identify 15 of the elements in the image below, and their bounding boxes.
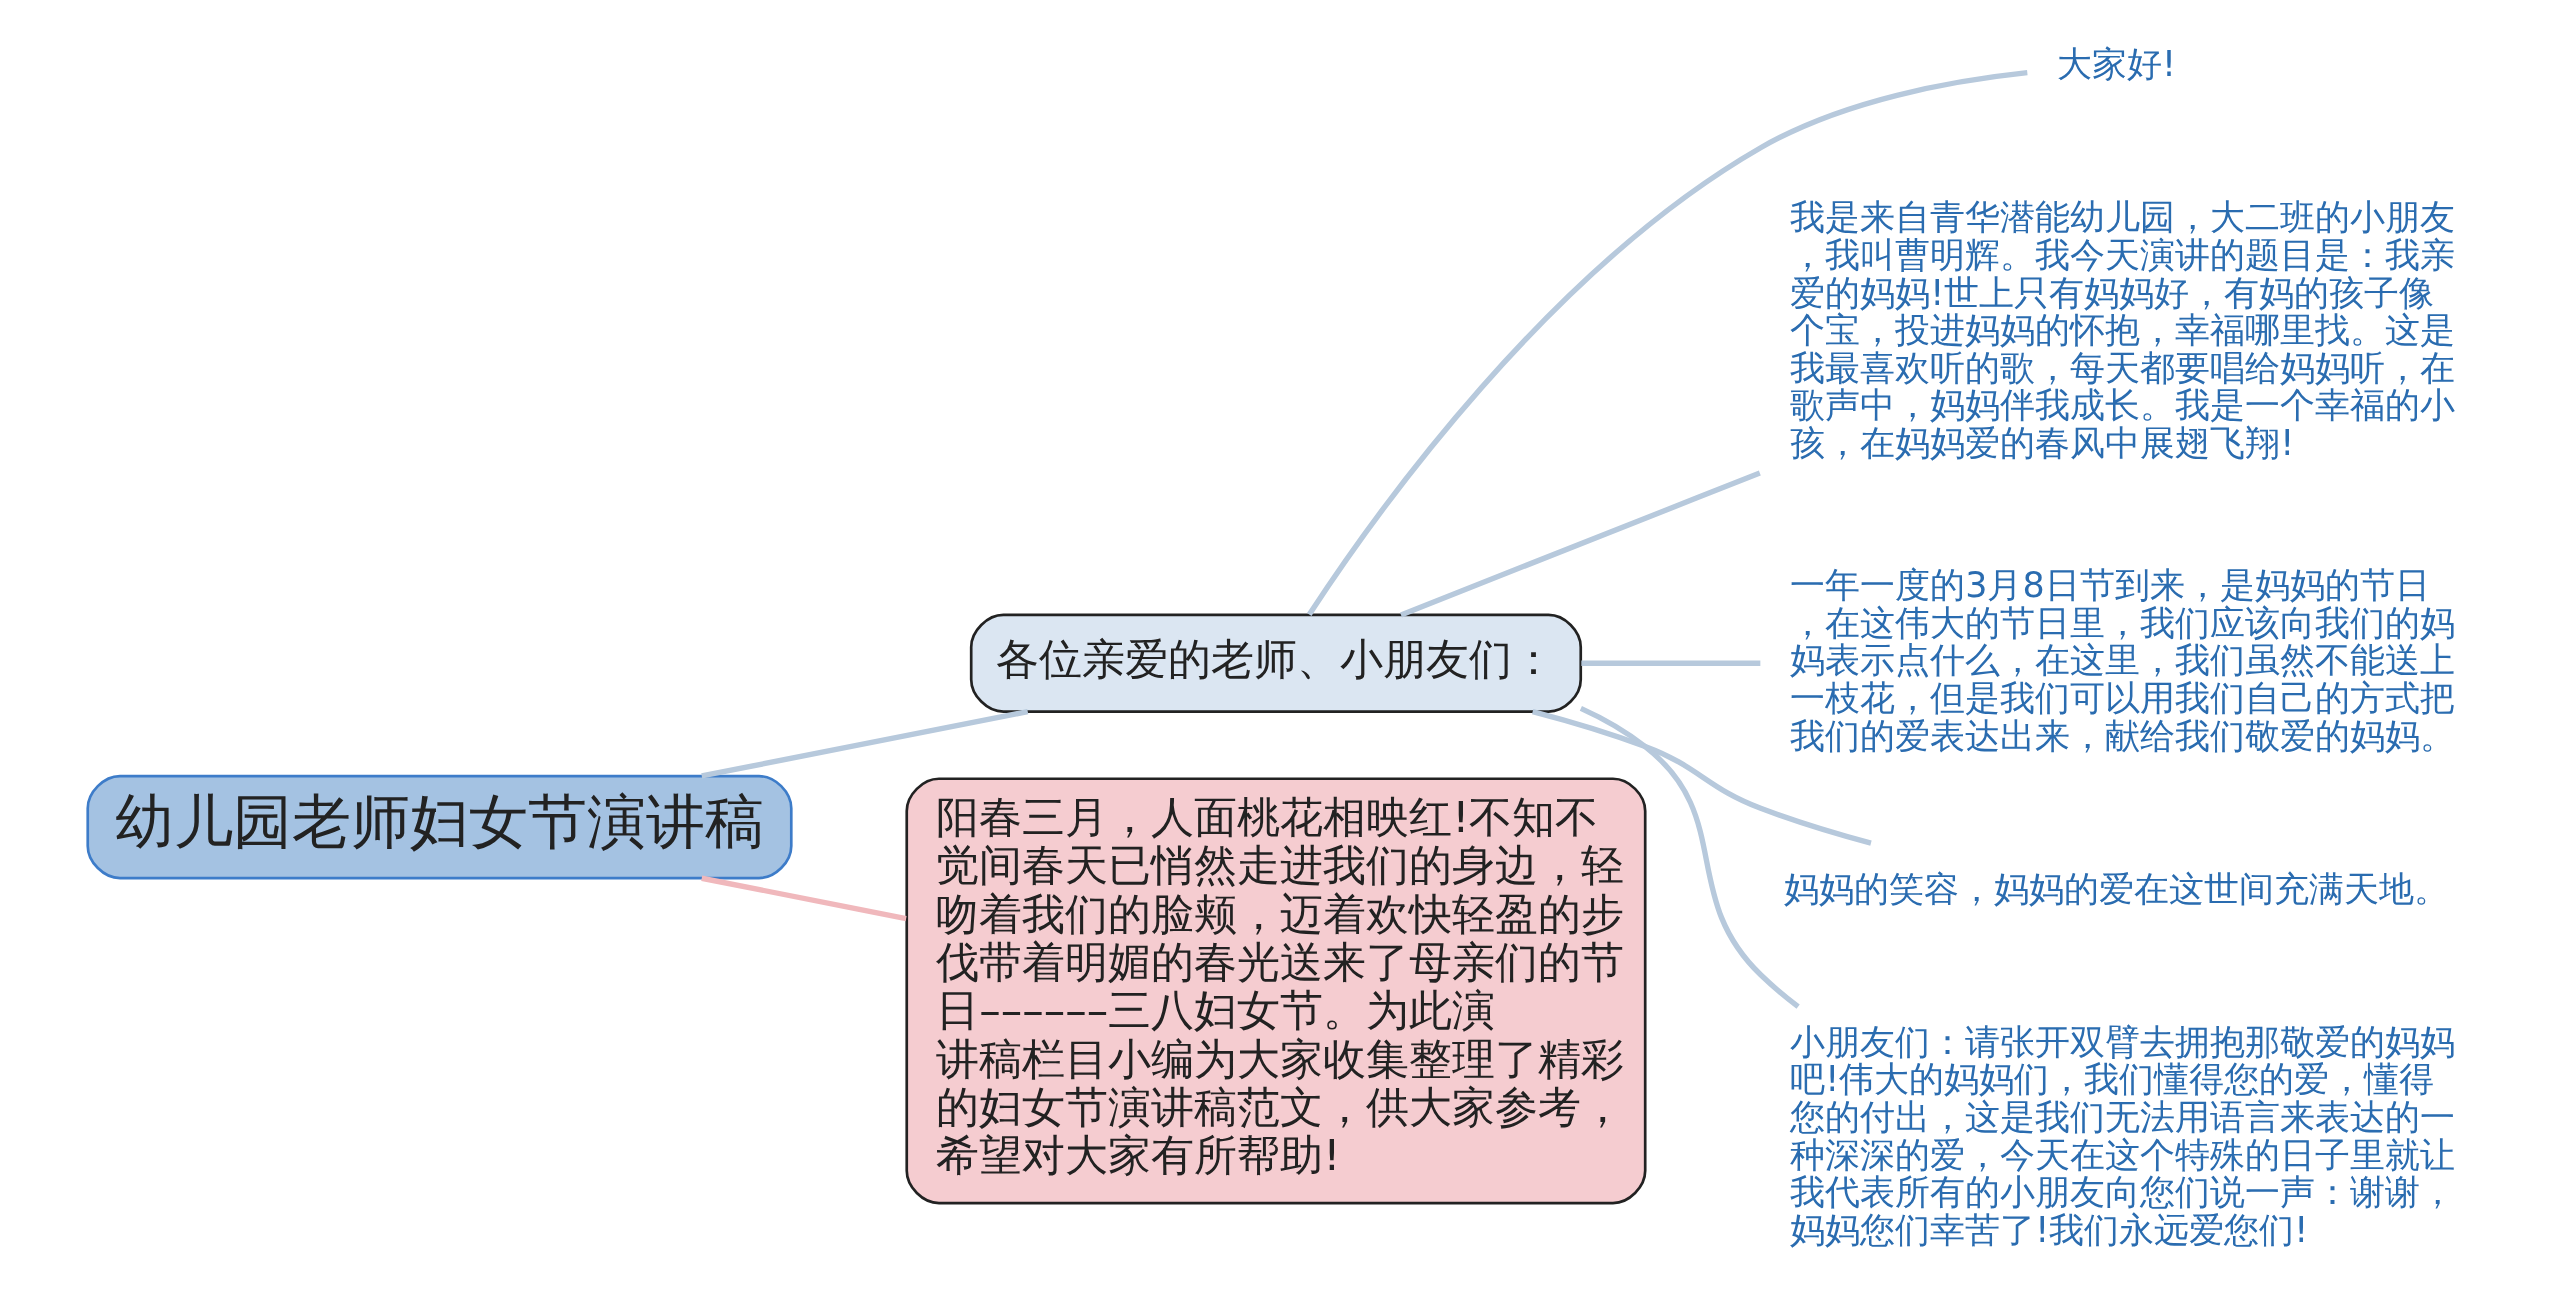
connector: [701, 875, 907, 922]
node-text: 妈妈的笑容，妈妈的爱在这世间充满天地。: [1783, 868, 2449, 909]
connector: [1581, 660, 1761, 666]
connector: [1400, 470, 1761, 618]
node-box: 幼儿园老师妇女节演讲稿: [86, 774, 793, 880]
connector: [1531, 709, 1872, 846]
node-text: 我是来自青华潜能幼儿园，大二班的小朋友，我叫曹明辉。我今天演讲的题目是：我亲爱的妈妈!世上只有妈妈好，有妈的孩子像个宝，投进妈妈的怀抱，幸福哪里找。这是我最喜欢听的歌，每天都要唱给妈妈听，在歌声中，妈妈伴我成长。我是一个幸福的小孩，在妈妈爱的春风中展翅飞翔!: [1790, 197, 2456, 463]
connector: [701, 709, 1029, 779]
connector: [1307, 70, 2028, 616]
node-box: 各位亲爱的老师、小朋友们：: [969, 613, 1583, 713]
node-text: 大家好!: [2056, 44, 2176, 85]
node-text: 小朋友们：请张开双臂去拥抱那敬爱的妈妈吧!伟大的妈妈们，我们懂得您的爱，懂得您的付出，这是我们无法用语言来表达的一种深深的爱，今天在这个特殊的日子里就让我代表所有的小朋友向您们说一声：谢谢，妈妈您们幸苦了!我们永远爱您们!: [1790, 1021, 2456, 1250]
connector: [1579, 705, 1800, 1009]
node-box: 阳春三月，人面桃花相映红!不知不觉间春天已悄然走进我们的身边，轻吻着我们的脸颊，迈着欢快轻盈的步伐带着明媚的春光送来了母亲们的节日––––––三八妇女节。为此演讲稿栏目小编为大家收集整理了精彩的妇女节演讲稿范文，供大家参考，希望对大家有所帮助!: [905, 777, 1647, 1205]
node-text: 一年一度的3月8日节到来，是妈妈的节日，在这伟大的节日里，我们应该向我们的妈妈表示点什么，在这里，我们虽然不能送上一枝花，但是我们可以用我们自己的方式把我们的爱表达出来，献给我们敬爱的妈妈。: [1790, 565, 2456, 756]
